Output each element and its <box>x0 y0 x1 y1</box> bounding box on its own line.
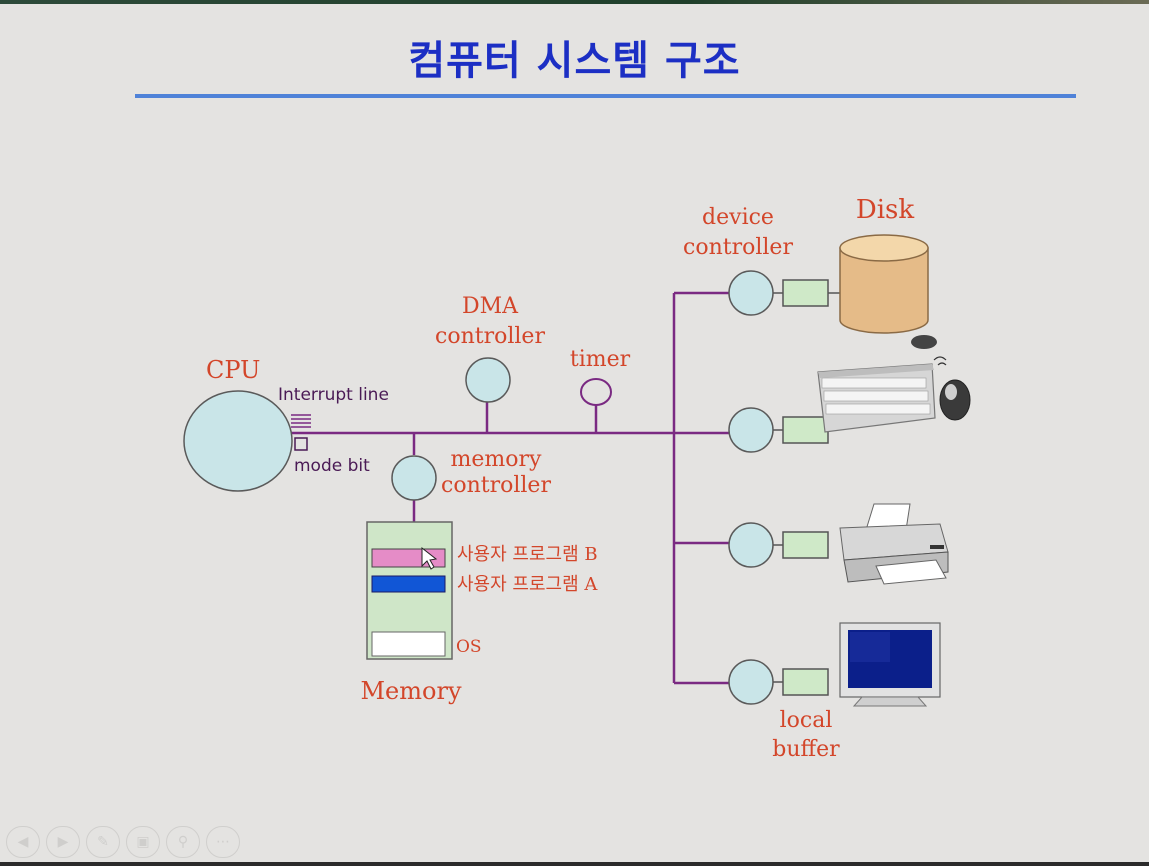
os-block <box>371 631 446 657</box>
local-buffer-label-line2: buffer <box>772 737 840 762</box>
os-label: OS <box>456 637 482 657</box>
user-program-b-label: 사용자 프로그램 B <box>457 544 598 565</box>
user-program-a-label: 사용자 프로그램 A <box>457 574 598 595</box>
device-controller-node <box>728 407 774 453</box>
zoom-icon[interactable]: ⚲ <box>166 826 200 858</box>
memctl-label-line1: memory <box>451 447 543 472</box>
device-controller-node <box>728 659 774 705</box>
mouse-icon <box>911 335 971 421</box>
memctl-label-line2: controller <box>441 473 551 498</box>
dma-label-line2: controller <box>435 324 545 349</box>
mouse-cursor-icon <box>421 546 438 570</box>
disk-icon <box>839 234 929 334</box>
local-buffer-box <box>782 668 829 696</box>
bottom-edge <box>0 862 1149 866</box>
cpu-node <box>183 390 293 492</box>
interrupt-lines-icon <box>291 414 311 428</box>
device-controller-monitor <box>728 659 829 705</box>
device-controller-printer <box>728 522 829 568</box>
memory-label: Memory <box>360 677 461 705</box>
device-controller-keyboard <box>728 407 829 453</box>
device-controller-node <box>728 270 774 316</box>
printer-icon <box>839 503 949 585</box>
monitor-icon <box>839 622 941 707</box>
local-buffer-label-line1: local <box>780 708 833 733</box>
title-underline <box>135 94 1076 98</box>
interrupt-line-label: Interrupt line <box>278 385 389 405</box>
device-controller-label-line2: controller <box>683 235 793 260</box>
cpu-label: CPU <box>206 356 260 384</box>
slide-nav-controls: ◀ ▶ ✎ ▣ ⚲ ⋯ <box>6 826 240 858</box>
top-edge <box>0 0 1149 4</box>
keyboard-icon <box>817 363 936 433</box>
bus-lines <box>290 291 730 685</box>
more-icon[interactable]: ⋯ <box>206 826 240 858</box>
disk-label: Disk <box>856 195 915 225</box>
timer-label: timer <box>570 347 631 372</box>
pen-icon[interactable]: ✎ <box>86 826 120 858</box>
device-controller-disk <box>728 270 840 316</box>
slides-icon[interactable]: ▣ <box>126 826 160 858</box>
memory-controller-node <box>391 455 437 501</box>
next-icon[interactable]: ▶ <box>46 826 80 858</box>
prev-icon[interactable]: ◀ <box>6 826 40 858</box>
local-buffer-box <box>782 416 829 444</box>
local-buffer-box <box>782 531 829 559</box>
user-program-a-block <box>371 575 446 593</box>
dma-controller-node <box>465 357 511 403</box>
local-buffer-box <box>782 279 829 307</box>
dma-label-line1: DMA <box>462 294 519 319</box>
page-title: 컴퓨터 시스템 구조 <box>408 38 741 84</box>
timer-node <box>580 378 612 406</box>
device-controller-node <box>728 522 774 568</box>
device-controller-label-line1: device <box>702 205 774 230</box>
mode-bit-label: mode bit <box>294 456 370 476</box>
mode-bit-box <box>294 437 308 451</box>
